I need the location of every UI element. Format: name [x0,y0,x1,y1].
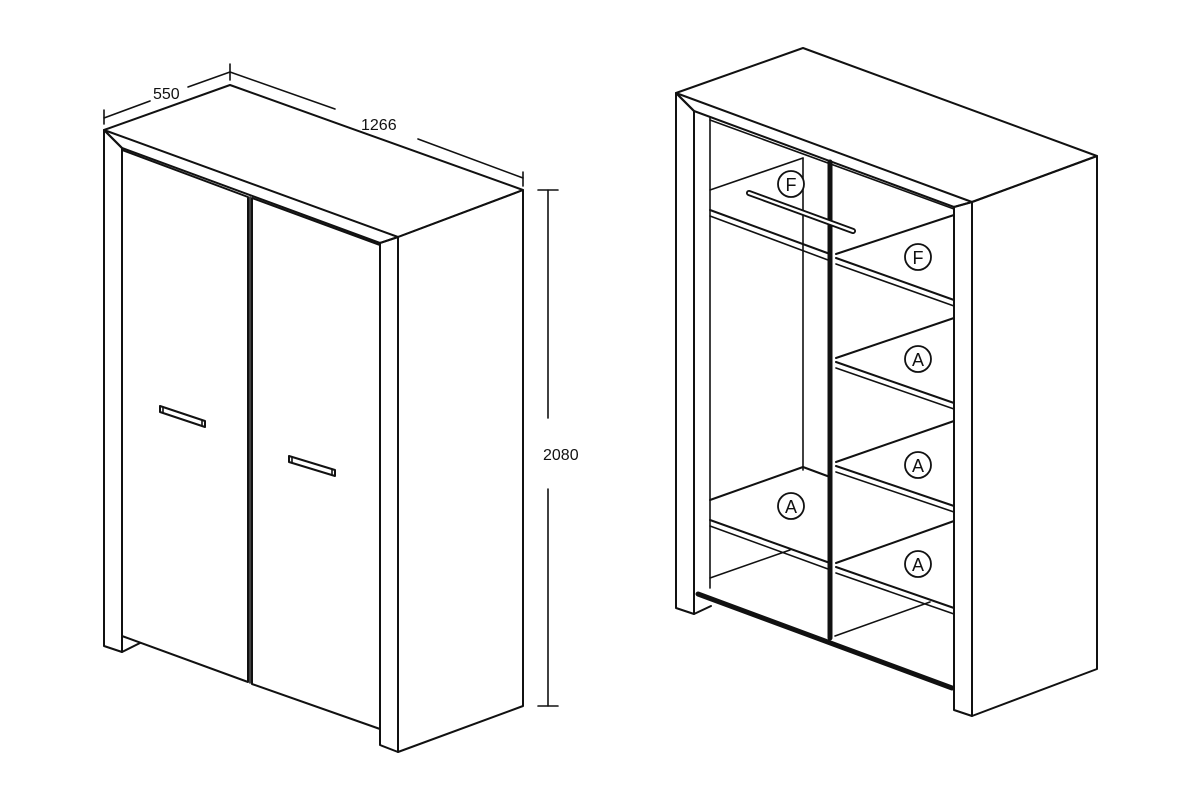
svg-text:F: F [786,175,797,195]
open-wardrobe: F F A A A A [675,47,1098,717]
right-shelf-4 [835,520,955,615]
closed-right-door [251,197,381,730]
svg-text:A: A [912,456,924,476]
hanging-rod-icon [746,190,856,234]
part-label-right-shelf-2: A [904,345,932,373]
open-bottom-plinth [695,591,955,691]
open-right-side-panel [971,155,1098,717]
left-bottom-shelf-back [709,466,804,501]
left-bottom-shelf-thickness [709,525,829,570]
open-back-top-left [709,157,804,191]
width-dimension-label: 1266 [361,117,397,134]
svg-text:F: F [913,248,924,268]
closed-left-side-panel [103,129,123,653]
closed-left-foot [121,642,141,653]
width-line-a [229,71,336,110]
svg-text:A: A [912,555,924,575]
height-dimension-label: 2080 [543,447,579,464]
right-door-handle-icon [288,455,336,477]
svg-text:A: A [785,497,797,517]
width-line-b [417,138,524,179]
part-label-right-shelf-4: A [904,550,932,578]
right-shelf-3 [835,420,955,513]
left-bottom-shelf-front [709,519,831,564]
part-label-right-shelf-3: A [904,451,932,479]
left-top-shelf-front [709,209,831,255]
svg-text:A: A [912,350,924,370]
open-bottom-back-left [709,549,791,579]
right-shelf-2 [835,317,955,410]
left-bottom-shelf-side [802,466,831,478]
closed-wardrobe [103,84,524,753]
open-right-post [953,201,973,717]
part-label-rod-shelf: F [777,170,805,198]
open-left-foot [693,605,712,615]
open-left-post [675,92,695,615]
closed-right-post [379,236,399,753]
closed-left-door [121,149,249,683]
right-shelf-1 [835,214,955,307]
depth-line-b [187,71,231,88]
depth-dimension-label: 550 [153,86,180,103]
part-label-right-shelf-1: F [904,243,932,271]
depth-line-a [103,100,151,119]
part-label-left-bottom-shelf: A [777,492,805,520]
closed-right-side-panel [397,189,524,753]
left-top-shelf-thickness [709,215,829,261]
dimension-lines: 550 1266 2080 [103,63,579,707]
left-door-handle-icon [159,405,206,428]
open-bottom-back-right [834,601,931,637]
